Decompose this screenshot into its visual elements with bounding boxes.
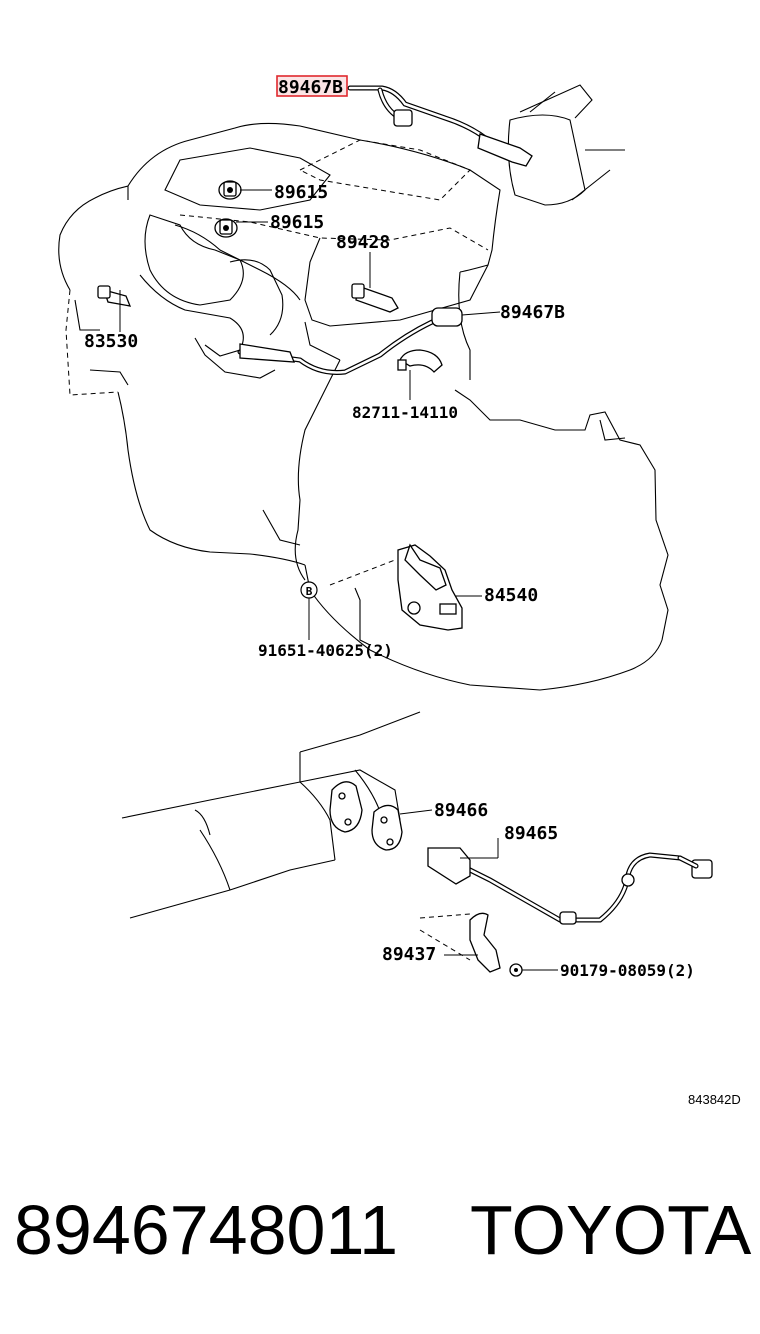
callout-bracket[interactable]: 89437 <box>382 944 436 965</box>
callout-neutral-start-switch[interactable]: 84540 <box>484 585 538 606</box>
highlight-box <box>276 75 348 97</box>
callout-coolant-temp-sensor[interactable]: 89428 <box>336 232 390 253</box>
leader-lines <box>119 189 558 971</box>
gasket-flange <box>329 781 363 833</box>
nut-90179 <box>509 963 523 977</box>
bolt-marker: B <box>300 581 318 599</box>
callout-bolt[interactable]: 91651-40625(2) <box>258 641 393 660</box>
coolant-temp-sensor <box>351 283 399 313</box>
oil-pressure-switch <box>97 285 132 307</box>
callout-clamp[interactable]: 82711-14110 <box>352 403 458 422</box>
oxygen-sensor-89465 <box>427 847 713 925</box>
callout-oxygen-sensor-upper[interactable]: 89467B <box>500 302 565 323</box>
callout-highlighted[interactable]: 89467B <box>278 77 343 98</box>
air-duct <box>507 84 625 206</box>
callout-knock-sensor-1[interactable]: 89615 <box>274 182 328 203</box>
knock-sensor-2 <box>214 218 238 238</box>
svg-text:B: B <box>306 585 313 598</box>
callout-nut[interactable]: 90179-08059(2) <box>560 961 695 980</box>
knock-sensor-1 <box>218 180 242 200</box>
upper-oxygen-sensor-harness <box>347 85 533 167</box>
neutral-start-switch <box>397 543 463 631</box>
callout-oil-pressure-switch[interactable]: 83530 <box>84 331 138 352</box>
sensor-upper-1 <box>477 133 533 167</box>
oxygen-sensor-89467B <box>237 307 463 375</box>
brand-name: TOYOTA <box>470 1191 752 1269</box>
drawing-code: 843842D <box>688 1092 741 1107</box>
connector-upper-1 <box>393 109 413 127</box>
part-number: 8946748011 <box>14 1191 399 1269</box>
clamp <box>397 349 443 373</box>
bracket-89437 <box>419 912 501 973</box>
gasket-89466 <box>371 804 403 851</box>
callout-oxygen-sensor-lower[interactable]: 89465 <box>504 823 558 844</box>
transmission-outline <box>262 271 669 691</box>
callout-knock-sensor-2[interactable]: 89615 <box>270 212 324 233</box>
callout-gasket[interactable]: 89466 <box>434 800 488 821</box>
